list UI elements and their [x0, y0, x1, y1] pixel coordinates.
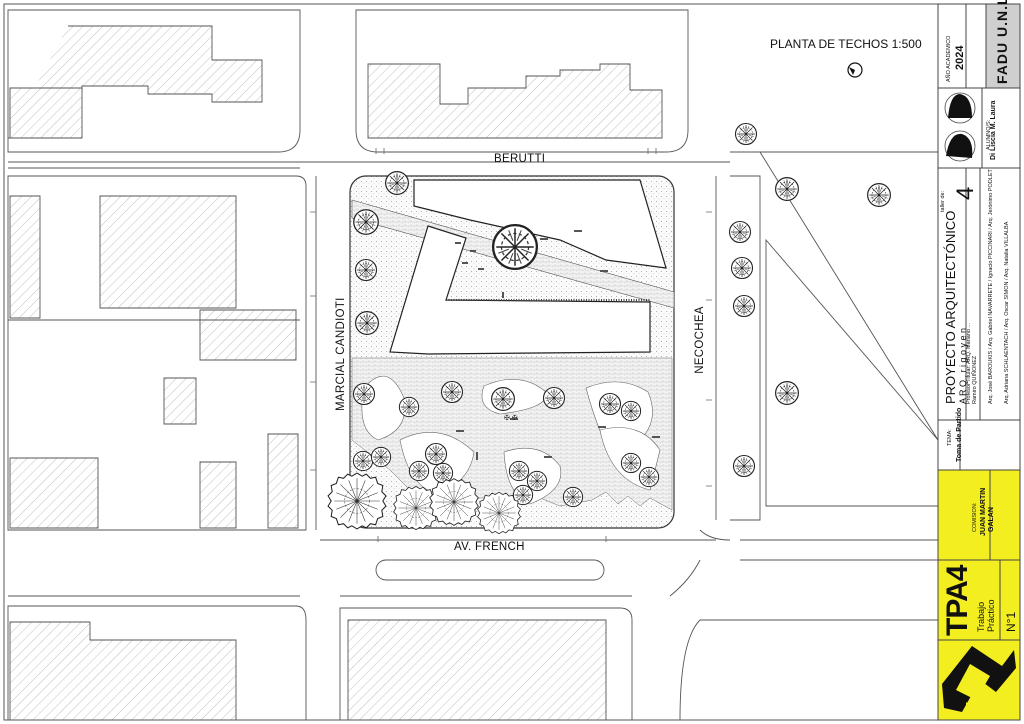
tree-icon [491, 223, 539, 271]
tree-icon [354, 258, 378, 282]
tree-icon [491, 387, 515, 411]
tree-icon [424, 442, 448, 466]
tree-icon [734, 122, 758, 146]
tree-icon [508, 460, 530, 482]
comision-label: COMISION: [972, 502, 978, 532]
tree-icon [542, 386, 566, 410]
tree-icon [775, 177, 799, 201]
school-name: FADU U.N.L. [994, 0, 1010, 84]
tema-value: Toma de Partido [956, 407, 963, 462]
tree-icon [432, 462, 454, 484]
logo-icon [942, 646, 1016, 712]
tpa-label: TPA4 [941, 565, 974, 636]
tree-icon [398, 396, 420, 418]
sheet-number: N°1 [1004, 611, 1018, 632]
staff-line-3: Arq. José BAROUKIS / Arq. Gabriel NAVARR… [988, 169, 994, 404]
plan-title: PLANTA DE TECHOS 1:500 [770, 37, 922, 51]
course-number: 4 [952, 186, 979, 200]
street-label-south: AV. FRENCH [454, 541, 525, 553]
tree-icon [327, 472, 387, 530]
tree-icon [867, 183, 891, 207]
tree-icon [730, 256, 754, 280]
tree-icon [370, 446, 392, 468]
staff-line-2: Ramiro QUIÑONEZ [972, 355, 978, 404]
tree-icon [732, 454, 756, 478]
tree-icon [620, 400, 642, 422]
course-name: PROYECTO ARQUITECTÓNICO [943, 210, 958, 404]
trabajo-label-1: Trabajo [976, 601, 986, 632]
student-name-1: Di Liscia M. Laura [990, 100, 997, 160]
north-arrow-icon [847, 62, 863, 78]
comision-name-2: GALAN [988, 507, 995, 532]
taller-label: taller de: [940, 190, 946, 212]
student-avatar-icon [944, 130, 976, 162]
student-avatar-icon [944, 92, 976, 124]
tree-icon [408, 460, 430, 482]
year: 2024 [954, 45, 966, 70]
tree-icon [429, 478, 479, 526]
street-label-north: BERUTTI [494, 153, 546, 165]
city-blocks [7, 9, 939, 721]
year-label: AÑO ACADEMICO [946, 35, 952, 82]
tree-icon [352, 450, 374, 472]
tree-icon [355, 311, 379, 335]
tree-icon [598, 392, 622, 416]
tree-icon [620, 452, 642, 474]
tema-label: TEMA: [947, 429, 953, 446]
street-label-east: NECOCHEA [694, 306, 706, 374]
street-label-west: MARCIAL CANDIOTI [335, 297, 347, 411]
svg-text:✠ ✠: ✠ ✠ [504, 414, 518, 422]
trabajo-label-2: Práctico [986, 599, 996, 632]
tree-icon [775, 381, 799, 405]
tree-icon [638, 466, 660, 488]
tree-icon [440, 380, 464, 404]
staff-line-4: Arq. Adriana SCHLAENTACH / Arq. Oscar SI… [1004, 221, 1010, 404]
tree-icon [352, 382, 376, 406]
tree-icon [526, 470, 548, 492]
tree-icon [477, 491, 521, 535]
comision-name-1: JUAN MARTIN [980, 487, 987, 536]
tree-icon [385, 171, 409, 195]
tree-icon [562, 486, 584, 508]
title-block [937, 3, 1021, 721]
tree-icon [353, 209, 379, 235]
tree-icon [728, 220, 752, 244]
tree-icon [732, 294, 756, 318]
